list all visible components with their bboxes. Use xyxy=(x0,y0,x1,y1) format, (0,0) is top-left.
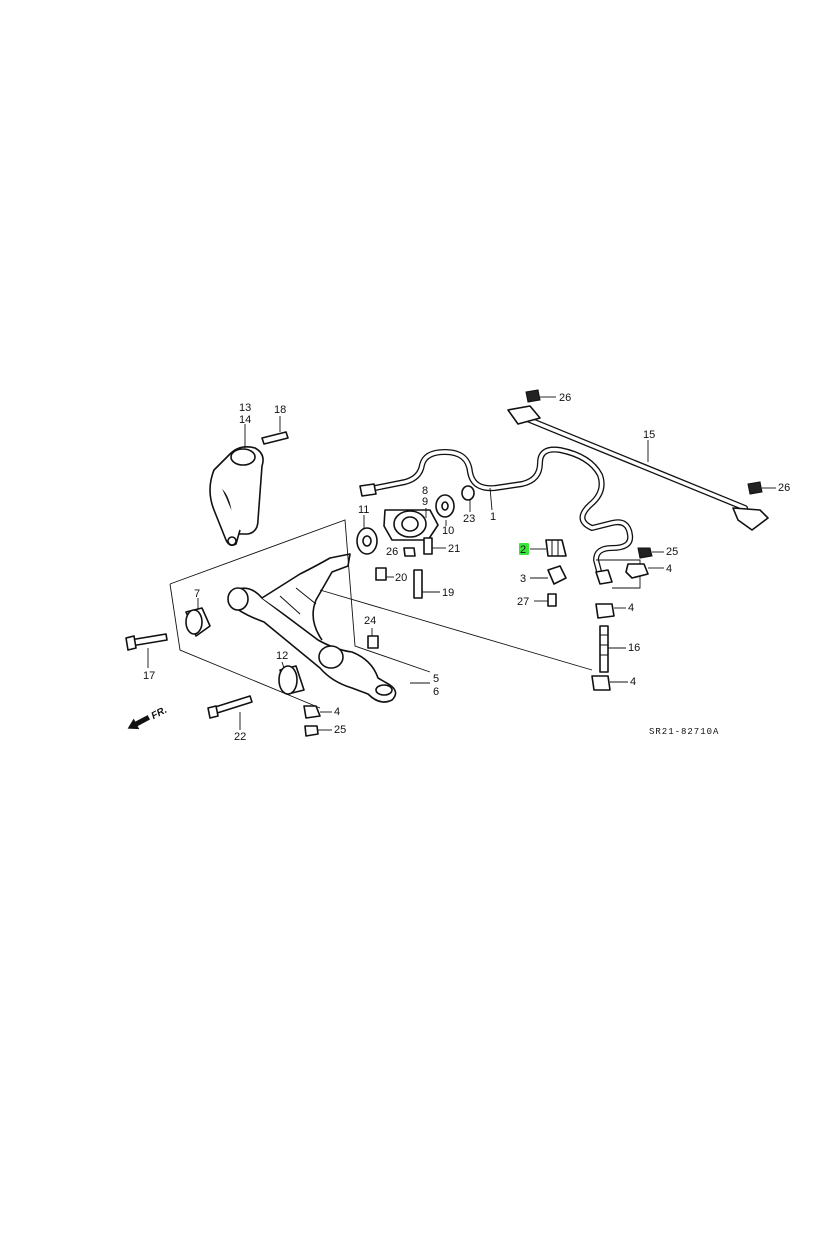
stabilizer-link-16[interactable] xyxy=(599,625,609,673)
leader-lines xyxy=(147,396,776,731)
callout-23[interactable]: 23 xyxy=(463,513,475,525)
callout-14[interactable]: 14 xyxy=(239,414,251,426)
bolt-18[interactable] xyxy=(261,431,289,445)
callout-15[interactable]: 15 xyxy=(643,429,655,441)
bolt-19[interactable] xyxy=(413,569,423,599)
callout-22[interactable]: 22 xyxy=(234,731,246,743)
callout-26[interactable]: 26 xyxy=(778,482,790,494)
callout-24[interactable]: 24 xyxy=(364,615,376,627)
callout-16[interactable]: 16 xyxy=(628,642,640,654)
callout-17[interactable]: 17 xyxy=(143,670,155,682)
callout-labels: 26 15 26 13 14 18 8 9 10 23 1 11 26 21 2… xyxy=(143,392,790,743)
callout-25[interactable]: 25 xyxy=(334,724,346,736)
arrow-left-icon xyxy=(127,715,151,730)
nut-25-b[interactable] xyxy=(304,725,319,737)
bolt-21[interactable] xyxy=(423,537,433,555)
callout-27[interactable]: 27 xyxy=(517,596,529,608)
callout-highlight xyxy=(519,543,529,555)
callout-4[interactable]: 4 xyxy=(628,602,634,614)
bushing-2[interactable] xyxy=(545,539,567,557)
bushing-11[interactable] xyxy=(356,527,378,555)
callout-9[interactable]: 9 xyxy=(422,496,428,508)
bolt-24[interactable] xyxy=(367,635,379,649)
callout-8[interactable]: 8 xyxy=(422,485,428,497)
callout-26[interactable]: 26 xyxy=(386,546,398,558)
nut-4-c[interactable] xyxy=(591,675,611,691)
stabilizer-rod[interactable] xyxy=(359,446,634,585)
callout-6[interactable]: 6 xyxy=(433,686,439,698)
diagram-code: SR21-82710A xyxy=(649,727,719,737)
upper-arm[interactable] xyxy=(209,446,264,547)
callout-18[interactable]: 18 xyxy=(274,404,286,416)
callout-4[interactable]: 4 xyxy=(666,563,672,575)
callout-25[interactable]: 25 xyxy=(666,546,678,558)
callout-21[interactable]: 21 xyxy=(448,543,460,555)
callout-19[interactable]: 19 xyxy=(442,587,454,599)
callout-7[interactable]: 7 xyxy=(194,588,200,600)
holder-3[interactable] xyxy=(547,565,567,585)
compliance-bushing-assembly[interactable] xyxy=(383,509,439,541)
nut-4-d[interactable] xyxy=(303,705,321,719)
bolt-22[interactable] xyxy=(207,695,253,719)
bolt-27[interactable] xyxy=(547,593,557,607)
nut-25-a[interactable] xyxy=(637,547,653,559)
direction-label: FR. xyxy=(150,705,169,722)
nut-26-a[interactable] xyxy=(525,389,541,403)
bushing-23[interactable] xyxy=(461,485,475,501)
callout-10[interactable]: 10 xyxy=(442,525,454,537)
callout-13[interactable]: 13 xyxy=(239,402,251,414)
callout-12[interactable]: 12 xyxy=(276,650,288,662)
callout-4[interactable]: 4 xyxy=(630,676,636,688)
callout-4[interactable]: 4 xyxy=(334,706,340,718)
callout-5[interactable]: 5 xyxy=(433,673,439,685)
bushing-7[interactable] xyxy=(185,607,211,637)
nut-4-b[interactable] xyxy=(595,603,615,619)
stabilizer-bar[interactable] xyxy=(507,405,769,531)
nut-26-c[interactable] xyxy=(403,547,416,557)
bushing-10[interactable] xyxy=(435,494,455,518)
callout-3[interactable]: 3 xyxy=(520,573,526,585)
callout-11[interactable]: 11 xyxy=(358,504,369,516)
bushing-12[interactable] xyxy=(278,665,305,695)
callout-1[interactable]: 1 xyxy=(490,511,496,523)
callout-20[interactable]: 20 xyxy=(395,572,407,584)
callout-2[interactable]: 2 xyxy=(520,544,526,556)
callout-26[interactable]: 26 xyxy=(559,392,571,404)
nut-26-b[interactable] xyxy=(747,481,763,495)
lower-arm[interactable] xyxy=(227,553,397,703)
nut-4-a[interactable] xyxy=(625,563,649,579)
bolt-17[interactable] xyxy=(125,633,168,651)
bolt-20[interactable] xyxy=(375,567,387,581)
front-direction-indicator: FR. xyxy=(127,705,169,730)
